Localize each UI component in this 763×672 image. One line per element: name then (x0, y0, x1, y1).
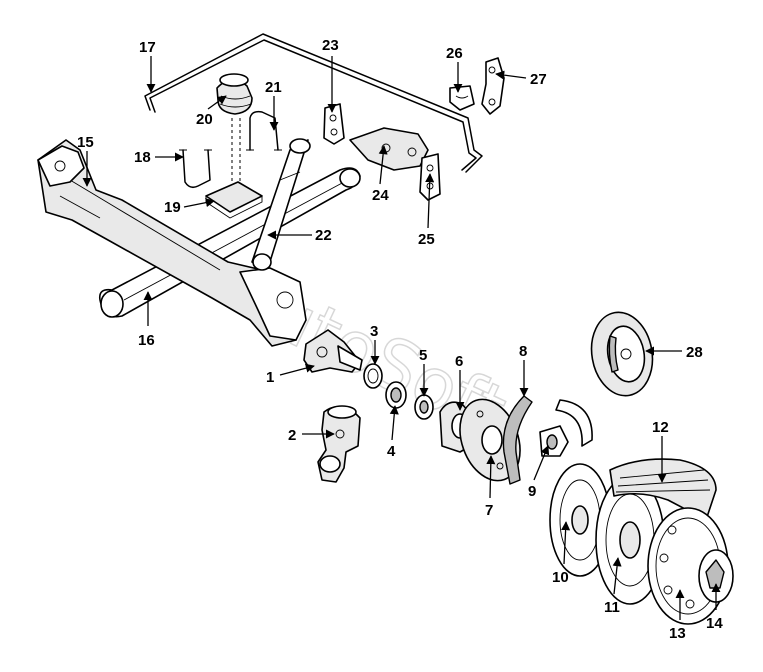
callout-10: 10 (552, 569, 569, 586)
callout-13: 13 (669, 625, 686, 642)
callout-11: 11 (604, 599, 620, 616)
callout-16: 16 (138, 332, 155, 349)
kingpin-bracket (317, 405, 361, 483)
bump-stop (216, 73, 253, 200)
callout-26: 26 (446, 45, 463, 62)
brake-shoe (502, 395, 593, 485)
clamp-26 (449, 85, 475, 111)
callout-23: 23 (322, 37, 339, 54)
callout-17: 17 (139, 39, 156, 56)
callout-6: 6 (455, 353, 463, 370)
callout-9: 9 (528, 483, 536, 500)
stabilizer-bracket-a (323, 103, 345, 145)
callout-2: 2 (288, 427, 296, 444)
clamp-27 (481, 57, 505, 115)
callout-20: 20 (196, 111, 213, 128)
callout-14: 14 (706, 615, 723, 632)
callout-7: 7 (485, 502, 493, 519)
spring-plate (205, 181, 263, 219)
brake-assembly (590, 311, 654, 397)
bearing-outer (414, 394, 434, 420)
callout-24: 24 (372, 187, 389, 204)
shock-absorber (251, 138, 311, 271)
bearing-inner (385, 381, 407, 409)
stabilizer-bar (144, 33, 483, 173)
u-bolt-right (246, 110, 282, 151)
callout-21: 21 (265, 79, 282, 96)
callout-12: 12 (652, 419, 669, 436)
callout-3: 3 (370, 323, 378, 340)
mounting-bracket (349, 127, 429, 171)
callout-4: 4 (387, 443, 396, 460)
callout-15: 15 (77, 134, 94, 151)
axle-beam (37, 139, 307, 347)
callout-25: 25 (418, 231, 435, 248)
callout-19: 19 (164, 199, 181, 216)
u-bolt-left (179, 149, 212, 189)
callout-22: 22 (315, 227, 332, 244)
callout-28: 28 (686, 344, 703, 361)
seal (363, 363, 383, 389)
callout-labels: 1 2 3 4 5 6 7 8 9 10 11 12 13 14 15 16 1… (77, 37, 723, 642)
hub-cap (698, 549, 734, 603)
leaf-spring (98, 167, 361, 318)
callout-1: 1 (266, 369, 274, 386)
callout-5: 5 (419, 347, 427, 364)
wheel-cylinder (539, 425, 569, 457)
leader-lines (82, 56, 721, 620)
callout-8: 8 (519, 343, 527, 360)
callout-27: 27 (530, 71, 547, 88)
callout-18: 18 (134, 149, 151, 166)
